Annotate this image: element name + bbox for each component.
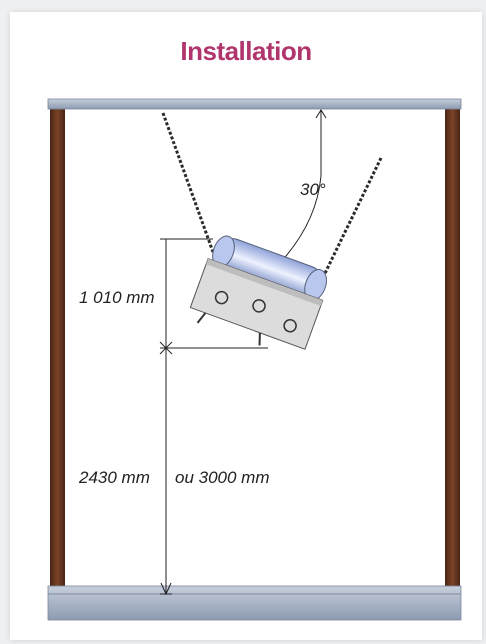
heater-height-label: 1 010 mm	[79, 288, 155, 307]
page-title: Installation	[180, 36, 312, 66]
floor-beam	[47, 585, 462, 621]
heater-unit	[189, 235, 327, 350]
angle-label: 30°	[300, 180, 326, 199]
left-chain	[161, 112, 215, 253]
floor-height-label-1: 2430 mm	[79, 468, 150, 487]
right-post	[445, 108, 460, 588]
left-post	[50, 108, 65, 588]
dimension-lines	[159, 238, 268, 596]
ceiling-beam	[47, 98, 462, 110]
floor-height-label-2: ou 3000 mm	[175, 468, 270, 487]
